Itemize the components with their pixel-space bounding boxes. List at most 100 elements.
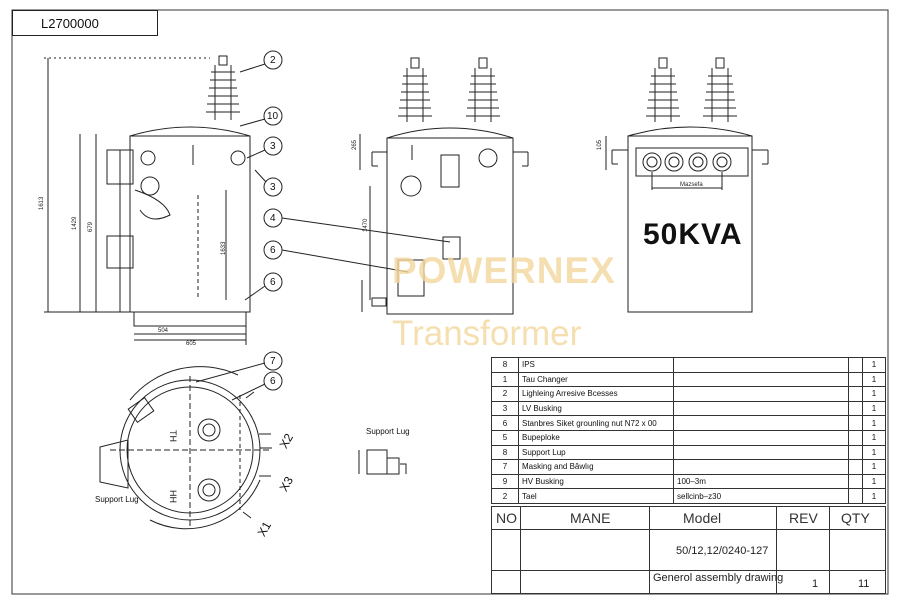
callout-number: 3 <box>270 182 276 193</box>
callout-number: 10 <box>267 111 279 122</box>
bom-cell-name: HV Busking <box>518 473 674 490</box>
bom-cell-qty: 1 <box>862 473 886 490</box>
qty-value: 11 <box>858 578 870 590</box>
svg-text:1633: 1633 <box>221 241 227 255</box>
callout-number: 4 <box>270 213 276 224</box>
header-qty: QTY <box>841 510 870 526</box>
callout-number: 7 <box>270 356 276 367</box>
bom-cell-model <box>673 357 849 373</box>
bom-cell-name: Stanbres Siket grounling nut N72 x 00 <box>518 415 674 431</box>
bom-cell-name: Tau Changer <box>518 371 674 388</box>
drawing-title: Generol assembly drawing <box>653 572 784 584</box>
svg-text:Mazsefa: Mazsefa <box>680 182 703 188</box>
bom-cell-no: 2 <box>491 488 519 504</box>
bom-cell-rev <box>847 459 864 475</box>
bom-cell-rev <box>847 371 864 388</box>
bom-cell-no: 3 <box>491 400 519 417</box>
bom-cell-qty: 1 <box>862 357 886 373</box>
callout-number: 6 <box>270 277 276 288</box>
bom-cell-model <box>673 415 849 431</box>
bom-cell-qty: 1 <box>862 386 886 402</box>
bom-cell-qty: 1 <box>862 488 886 504</box>
callout-number: 6 <box>270 245 276 256</box>
bom-cell-model <box>673 429 849 446</box>
bom-cell-name: Support Lup <box>518 444 674 461</box>
bom-cell-qty: 1 <box>862 444 886 461</box>
rating-label: 50KVA <box>643 218 743 251</box>
bom-cell-rev <box>847 488 864 504</box>
bom-cell-name: Masking and Bâwlıg <box>518 459 674 475</box>
bom-cell-qty: 1 <box>862 415 886 431</box>
bom-cell-name: IPS <box>518 357 674 373</box>
bom-cell-rev <box>847 357 864 373</box>
svg-text:605: 605 <box>186 341 197 347</box>
bom-cell-no: 9 <box>491 473 519 490</box>
bom-cell-no: 6 <box>491 415 519 431</box>
svg-text:1429: 1429 <box>72 216 78 230</box>
side-view <box>359 57 529 315</box>
bom-cell-model <box>673 459 849 475</box>
bom-cell-name: LV Busking <box>518 400 674 417</box>
rev-value: 1 <box>812 578 819 590</box>
bom-cell-model <box>673 444 849 461</box>
drawing-border <box>11 9 889 595</box>
bom-cell-rev <box>847 386 864 402</box>
bom-cell-name: Lighleing Arresive Bcesses <box>518 386 674 402</box>
bom-cell-model <box>673 371 849 388</box>
bom-cell-rev <box>847 473 864 490</box>
bom-cell-model: sellcinb–z30 <box>673 488 849 504</box>
bom-cell-rev <box>847 415 864 431</box>
header-model: Model <box>683 510 722 526</box>
bom-cell-model <box>673 386 849 402</box>
support-lug-label: Support Lug <box>95 495 139 504</box>
header-no: NO <box>496 510 517 526</box>
model-code: 50/12,12/0240-127 <box>676 545 769 557</box>
header-rev: REV <box>789 510 818 526</box>
svg-text:265: 265 <box>352 139 358 150</box>
callout-number: 3 <box>270 141 276 152</box>
lv-side-view <box>605 57 769 313</box>
svg-text:504: 504 <box>158 328 169 334</box>
bom-cell-qty: 1 <box>862 459 886 475</box>
svg-text:1613: 1613 <box>39 196 45 210</box>
bom-cell-qty: 1 <box>862 371 886 388</box>
bom-cell-name: Bupeploke <box>518 429 674 446</box>
watermark-subtitle: Transformer <box>392 314 582 353</box>
bom-cell-rev <box>847 400 864 417</box>
support-lug-detail-label: Support Lug <box>366 427 410 436</box>
bom-cell-no: 5 <box>491 429 519 446</box>
bom-cell-no: 7 <box>491 459 519 475</box>
header-name: MANE <box>570 510 611 526</box>
bom-cell-no: 2 <box>491 386 519 402</box>
bom-cell-rev <box>847 429 864 446</box>
bom-cell-rev <box>847 444 864 461</box>
drawing-number: L2700000 <box>12 10 158 36</box>
svg-text:1470: 1470 <box>363 218 369 232</box>
bom-cell-no: 1 <box>491 371 519 388</box>
svg-text:679: 679 <box>88 221 94 232</box>
callout-number: 6 <box>270 376 276 387</box>
callouts <box>195 50 451 401</box>
bom-cell-qty: 1 <box>862 400 886 417</box>
svg-text:TH: TH <box>168 430 178 442</box>
bom-cell-no: 8 <box>491 444 519 461</box>
svg-text:HH: HH <box>168 490 178 503</box>
svg-text:105: 105 <box>597 139 603 150</box>
bom-cell-qty: 1 <box>862 429 886 446</box>
top-view: TH HH <box>99 366 407 530</box>
bom-cell-name: Tael <box>518 488 674 504</box>
callout-number: 2 <box>270 55 276 66</box>
bom-cell-no: 8 <box>491 357 519 373</box>
